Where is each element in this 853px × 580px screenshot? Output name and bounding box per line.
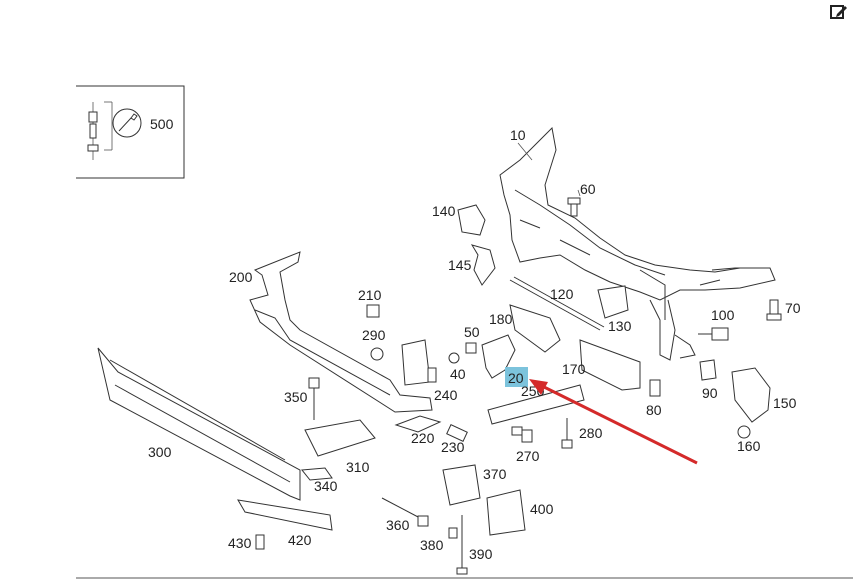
label-40: 40 (450, 366, 466, 382)
bracket-220 (394, 415, 442, 433)
bracket-240 (401, 339, 431, 386)
shield-400 (486, 489, 526, 536)
label-140: 140 (432, 203, 456, 219)
label-380: 380 (420, 537, 444, 553)
part-130 (597, 285, 629, 319)
carrier-200 (249, 251, 433, 413)
label-220: 220 (411, 430, 435, 446)
inset-box: 500 (76, 85, 185, 179)
bracket-145 (470, 244, 496, 286)
screw-40 (448, 352, 460, 364)
screw-70 (766, 299, 782, 321)
label-10: 10 (510, 127, 526, 143)
label-430: 430 (228, 535, 252, 551)
highlight-20 (505, 367, 528, 387)
screw-80 (649, 379, 661, 397)
bar-420 (237, 499, 333, 531)
label-370: 370 (483, 466, 507, 482)
seal-180 (509, 304, 561, 353)
label-70: 70 (785, 300, 801, 316)
label-300: 300 (148, 444, 172, 460)
screw-270 (511, 426, 533, 443)
screw-set-icon (87, 101, 113, 160)
bracket-150 (731, 367, 771, 423)
bracket-310 (304, 419, 376, 457)
label-400: 400 (530, 501, 554, 517)
label-90: 90 (702, 385, 718, 401)
label-270: 270 (516, 448, 540, 464)
edit-icon[interactable] (829, 2, 849, 22)
pointer-arrow (529, 379, 698, 465)
label-20: 20 (508, 370, 524, 386)
rod-120 (509, 279, 601, 331)
screw-60 (567, 189, 581, 217)
label-130: 130 (608, 318, 632, 334)
label-80: 80 (646, 402, 662, 418)
label-100: 100 (711, 307, 735, 323)
screw-430 (255, 534, 265, 550)
label-230: 230 (441, 439, 465, 455)
nut-380 (448, 527, 458, 539)
label-350: 350 (284, 389, 308, 405)
bolt-390 (456, 515, 468, 575)
bracket-370 (442, 464, 481, 506)
label-310: 310 (346, 459, 370, 475)
label-180: 180 (489, 311, 513, 327)
screw-280 (561, 418, 573, 449)
label-60: 60 (580, 181, 596, 197)
upper-cross-member (499, 126, 776, 361)
label-360: 360 (386, 517, 410, 533)
screw-210 (366, 304, 380, 318)
label-120: 120 (550, 286, 574, 302)
clip-90 (699, 359, 717, 381)
screw-100 (698, 327, 729, 341)
label-50: 50 (464, 324, 480, 340)
bracket-140 (457, 204, 486, 236)
bolt-350 (308, 377, 320, 420)
label-240: 240 (434, 387, 458, 403)
label-340: 340 (314, 478, 338, 494)
cover-170 (579, 339, 641, 391)
label-150: 150 (773, 395, 797, 411)
label-420: 420 (288, 532, 312, 548)
bumper-300 (97, 347, 301, 501)
label-390: 390 (469, 546, 493, 562)
label-210: 210 (358, 287, 382, 303)
label-145: 145 (448, 257, 472, 273)
label-200: 200 (229, 269, 253, 285)
label-500: 500 (150, 116, 174, 132)
label-280: 280 (579, 425, 603, 441)
label-170: 170 (562, 361, 586, 377)
screw-50 (465, 342, 477, 354)
screw-230 (446, 424, 468, 442)
washer-290 (370, 347, 384, 361)
nut-160 (737, 425, 751, 439)
label-290: 290 (362, 327, 386, 343)
wrench-icon (112, 108, 142, 138)
bracket-340 (301, 467, 333, 481)
bolt-360 (381, 497, 429, 527)
label-160: 160 (737, 438, 761, 454)
